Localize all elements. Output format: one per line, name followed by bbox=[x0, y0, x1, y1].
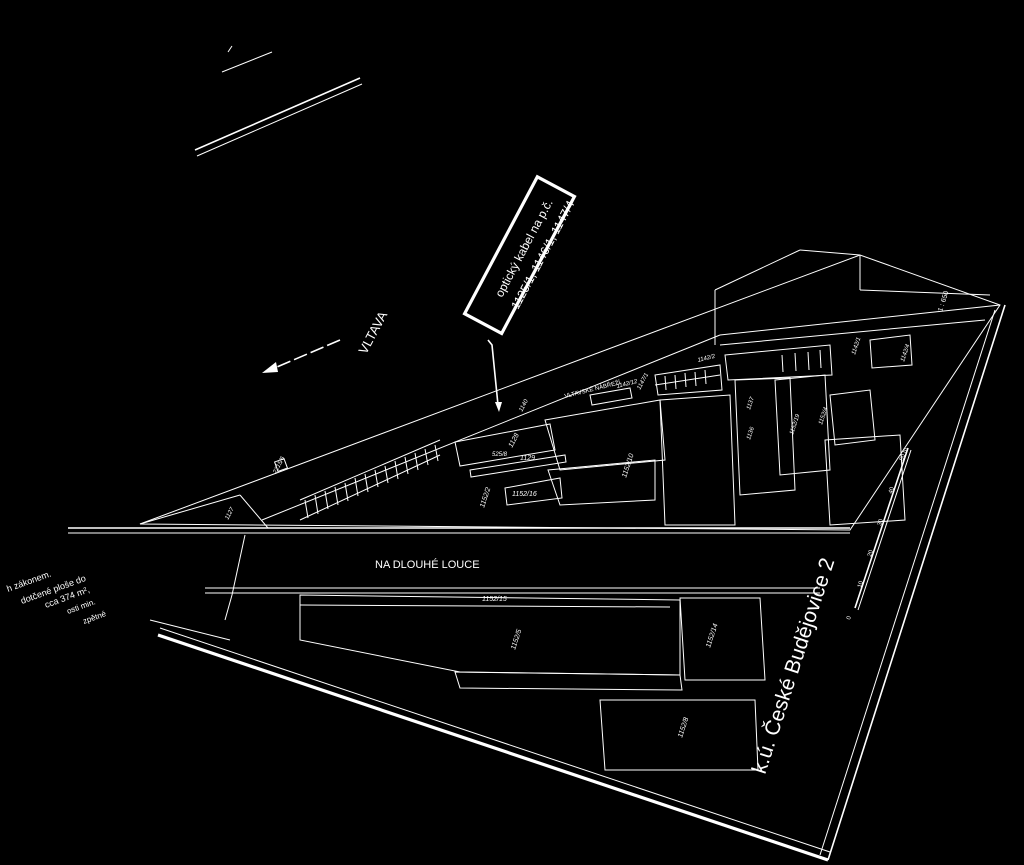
left-text-line-5: zpětné bbox=[82, 609, 108, 626]
sheet-border bbox=[157, 304, 1006, 862]
scale-tick-40: 40 bbox=[888, 486, 896, 495]
parcel-label: 1128 bbox=[508, 432, 521, 449]
callout-pointer-icon bbox=[495, 402, 502, 412]
garage-row bbox=[299, 439, 441, 521]
street-na-dlouhe-louce bbox=[68, 527, 850, 621]
cable-callout: optický kabel na p.č. 1125/1, 1146/1, 11… bbox=[462, 174, 578, 412]
parcel-label: 1152/14 bbox=[705, 623, 719, 649]
buildings-north bbox=[454, 334, 913, 526]
street-label-na-dlouhe-louce: NA DLOUHÉ LOUCE bbox=[375, 558, 480, 571]
buildings-south bbox=[149, 594, 766, 771]
scale-bar-ticks: 0 10 20 30 40 50 m bbox=[846, 447, 909, 621]
scale-tick-50: 50 m bbox=[899, 447, 909, 462]
plan-outline bbox=[139, 249, 1001, 531]
parcel-label: 1142/4 bbox=[900, 343, 911, 363]
parcel-label: 1152/15 bbox=[482, 596, 507, 603]
parcel-label: 1147/1 bbox=[636, 372, 650, 391]
parcel-label: 2215/6 bbox=[272, 455, 287, 475]
scale-bar bbox=[854, 447, 912, 611]
parcel-label: 1137 bbox=[746, 396, 756, 411]
parcel-label: 1142/12 bbox=[616, 379, 639, 390]
scale-tick-10: 10 bbox=[857, 580, 865, 589]
parcel-label: 1142/1 bbox=[851, 337, 862, 356]
parcel-label: 1152/19 bbox=[789, 413, 801, 436]
scale-tick-20: 20 bbox=[867, 549, 875, 558]
river-bank-lines bbox=[194, 45, 363, 157]
parcel-label: 1136 bbox=[746, 426, 756, 441]
parcel-label: 1152/16 bbox=[512, 491, 537, 498]
parcel-label: 1152/10 bbox=[621, 453, 635, 479]
scale-tick-30: 30 bbox=[877, 518, 885, 527]
parcel-label: 1152/4 bbox=[818, 406, 829, 426]
parcel-label: 1142/2 bbox=[697, 354, 716, 364]
parcel-label: 1152/5 bbox=[510, 628, 523, 650]
small-plot bbox=[273, 457, 289, 473]
parcel-label: 1129 bbox=[520, 455, 535, 462]
parcel-label: 1140 bbox=[518, 398, 530, 413]
scale-tick-0: 0 bbox=[846, 615, 853, 621]
left-text-fragments: h zákonem. dotčené ploše do cca 374 m², … bbox=[5, 569, 108, 626]
river-label: VLTAVA bbox=[355, 308, 390, 356]
river-flow-arrow-icon bbox=[262, 339, 341, 373]
parcel-label: 525/8 bbox=[492, 452, 508, 458]
garage-row-east bbox=[654, 349, 822, 391]
parcel-label: 1127 bbox=[224, 506, 236, 521]
parcel-label: 1152/8 bbox=[677, 716, 690, 738]
parcel-label: 1152/2 bbox=[479, 486, 492, 508]
street-label-vltavske-nabrezi: VLTAVSKÉ NÁBŘEŽÍ bbox=[564, 378, 622, 400]
